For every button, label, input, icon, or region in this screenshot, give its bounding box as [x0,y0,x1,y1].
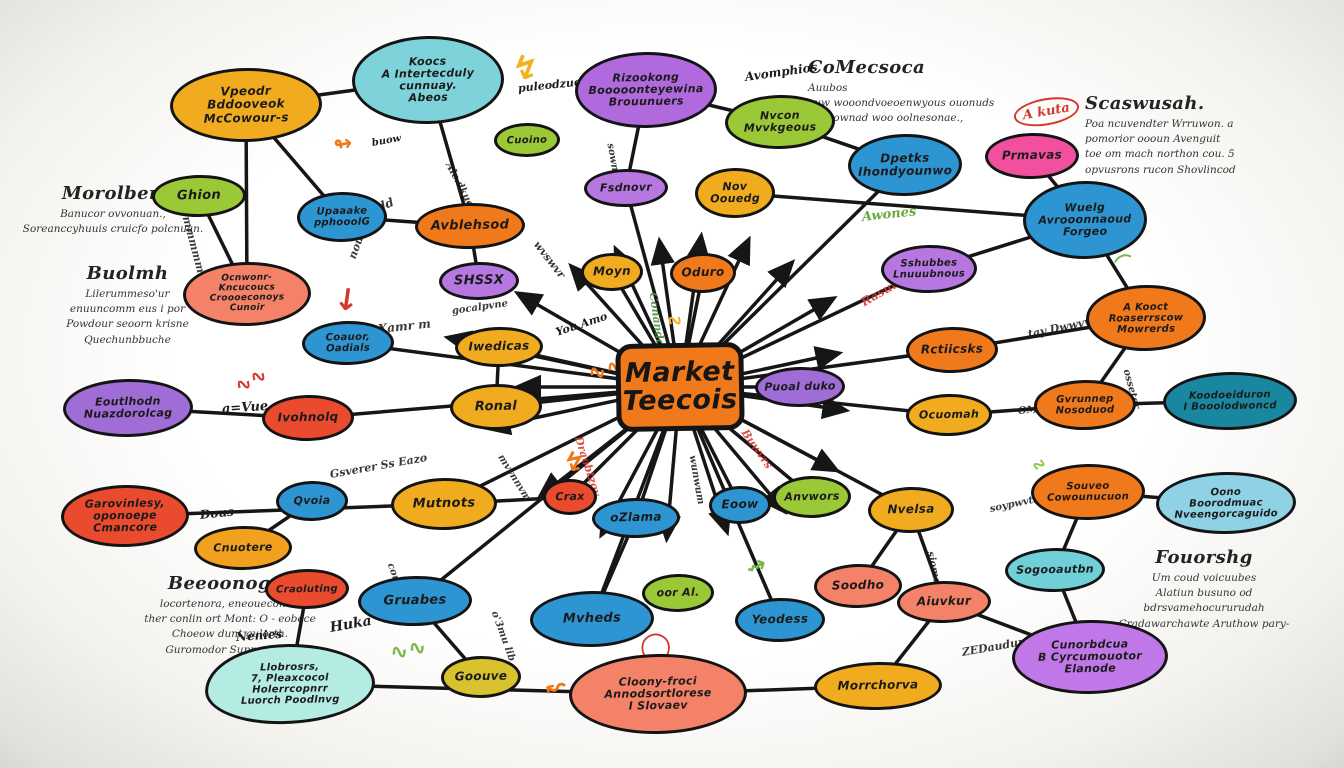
node-label-line: Nuazdorolcag [83,406,173,421]
node-label-line: oor Al. [656,585,700,600]
node-label-line: Mvvkgeous [743,120,817,135]
annotation-line: Lilerummeso'ur [85,288,170,300]
node-label-line: Nveengorcaguido [1174,507,1278,521]
annotation-block-0: Morolber, Banucor ovvonuan., Soreanccyhuui… [8,183,218,237]
annotation-line: toe om mach northon cou. 5 [1085,148,1235,161]
node-label-line: A Kooct [1123,301,1169,313]
annotation-heading: CoMecsoca [808,57,926,78]
annotation-heading: Buolmh [86,263,169,284]
annotation-line: enuuncomm eus i por [69,303,186,316]
node-label-line: Mvheds [562,610,622,627]
node-label-line: oZlama [610,509,662,525]
node-label-line: Cmancore [93,520,158,535]
node-label-line: Cowounucuon [1046,491,1130,504]
node-label-line: Gruabes [383,592,447,609]
annotation-line: pomorior oooun Avenguit [1085,133,1221,146]
node-label-line: SHSSX [453,272,505,289]
node-label-line: Lnuuubnous [892,268,966,281]
ink-doodle: ↜ [543,670,569,702]
annotation-heading: Morolber, [61,183,165,204]
node-label-line: I Slovaev [628,698,688,713]
node-label-line: Abeos [408,90,449,105]
node-label-line: Souveo [1066,480,1110,493]
node-label-line: Oduro [681,265,725,280]
ink-doodle: ↓ [331,281,362,320]
node-label-line: Cuoino [506,134,548,146]
node-label-line: Goouve [454,668,508,684]
node-label-line: Soodho [831,577,885,593]
node-label-line: Iwedicas [468,338,530,354]
ink-doodle: ↬ [331,130,355,159]
annotation-line: Powdour seoorn krisne [66,318,189,331]
node-label-line: Puoal duko [764,379,836,394]
node-label-line: Avblehsod [430,217,510,234]
annotation-line: Auubos [808,82,848,94]
node-label-line: Cunoir [229,302,265,314]
node-label-line: Ivohnolq [277,409,339,425]
node-label-line: Eoow [721,497,759,512]
node-label-line: Coauor, [325,331,371,344]
annotation-line: Banucor ovvonuan., [60,208,166,220]
annotation-block-3: Scaswusah. Poa ncuvendter Wrruwon. a pomor… [1085,93,1330,178]
central-node-line2: Teecois [622,383,738,417]
node-label-line: Ghion [176,187,222,204]
annotation-line: Um coud voicuubes [1151,572,1257,584]
annotation-line: bdrsvamehocururudah [1143,602,1265,615]
node-label-line: Oadials [325,342,371,355]
node-label-line: I Booolodwoncd [1183,400,1277,413]
annotation-line: opvusrons rucon Shovlincod [1085,163,1236,176]
node-label-line: pphooolG [313,216,371,229]
node-label-line: Crax [555,489,585,504]
annotation-line: ther conlin ort Mont: O - eobece [144,613,316,626]
node-label-line: Mutnots [412,495,476,512]
node-label-line: Craoluting [275,582,339,596]
node-label-line: Anvwors [784,489,840,504]
annotation-heading: Scaswusah. [1085,93,1205,114]
node-label-line: McCowour-s [203,109,289,126]
annotation-heading: Fouorshg [1155,547,1253,568]
annotation-line: Poa ncuvendter Wrruwon. a [1085,118,1234,130]
node-label-line: Luorch Poodlnvg [240,694,340,707]
annotation-line: Avavownad woo oolnesonae., [808,112,964,125]
node-label-line: Sogooautbn [1016,562,1094,577]
node-label-line: Aiuvkur [916,593,972,609]
node-label-line: Ihondyounwo [857,163,953,179]
node-label-line: Ronal [474,398,518,415]
central-node[interactable]: Market Teecois [615,341,745,433]
node-label-line: Qvoia [293,493,331,508]
node-label-line: Nvelsa [887,501,935,517]
node-label-line: Upaaake [316,205,368,218]
node-label-line: Prmavas [1001,147,1063,163]
node-label-line: Cnuotere [213,540,273,555]
annotation-line: Quechunbbuche [84,333,171,346]
node-label-line: Mowrerds [1116,322,1176,336]
node-label-line: Ocuomah [918,407,980,422]
annotation-line: Alatiun busuno od [1155,587,1253,600]
node-label-line: Fsdnovr [599,180,653,195]
annotation-line: Cradawarchawte Aruthow pary- [1118,617,1290,630]
annotation-line: Choeow dunt gulorth. [171,628,289,641]
node-label-line: Brouunuers [608,94,684,109]
node-label-line: Oouedg [710,191,761,206]
node-label-line: Forgeo [1062,224,1108,239]
node-label-line: Oono [1210,486,1242,498]
annotation-heading: Beeoonogo) [167,573,293,594]
node-label-line: Yeodess [751,611,809,627]
annotation-line: Soreanccyhuuis cruicfo polcnuan. [22,223,204,236]
node-label-line: Nosoduod [1055,404,1115,417]
node-label-line: Moyn [592,264,631,279]
node-label-line: Elanode [1064,661,1117,676]
node-label-line: Morrchorva [837,677,919,694]
annotation-line: auw wooondvoeoenwyous ouonuds [808,97,995,110]
annotation-line: locortenora, eneouecontin [159,598,301,610]
node-label-line: Rctiicsks [920,341,984,357]
